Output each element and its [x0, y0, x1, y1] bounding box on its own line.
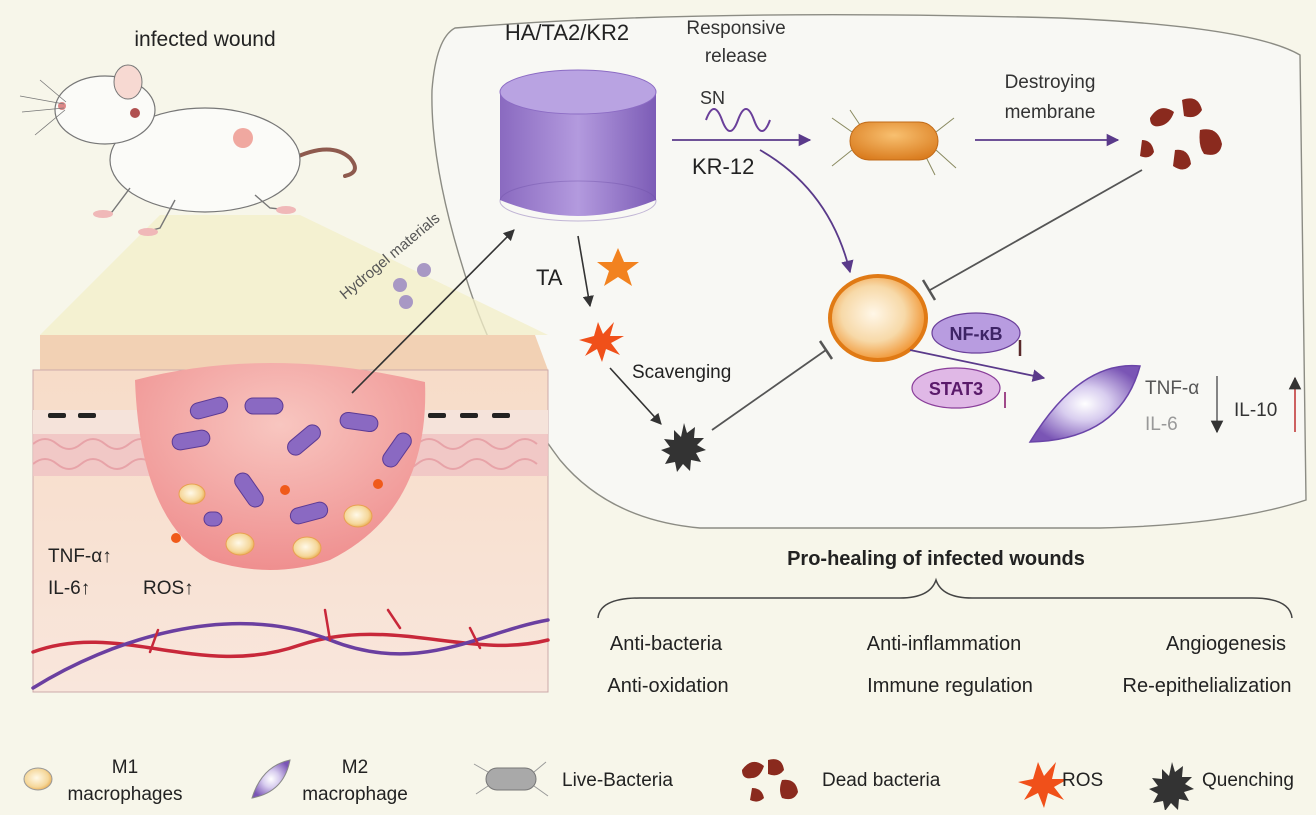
kr12-label: KR-12 — [692, 154, 754, 179]
destroying-membrane-line1: Destroying — [1005, 72, 1096, 93]
legend-bacteria-icon — [473, 761, 549, 797]
wound-ros-label: ROS↑ — [143, 578, 194, 599]
ta-label: TA — [536, 265, 563, 290]
arrow-ros-down — [609, 367, 662, 425]
legend-ros-icon — [1018, 762, 1068, 808]
outcomes-brace — [597, 577, 1293, 619]
stat3-badge: STAT3 — [911, 367, 1001, 409]
inhibit-dead-to-m1 — [929, 169, 1143, 291]
nfkb-badge: NF-κB — [931, 312, 1021, 354]
legend-quenching-icon — [1149, 762, 1194, 811]
legend-quenching-label: Quenching — [1202, 770, 1294, 791]
hydrogel-droplets — [393, 263, 431, 309]
scavenging-label: Scavenging — [632, 362, 731, 383]
wound-tnf-label: TNF-α↑ — [48, 546, 112, 567]
magnification-beam — [40, 215, 548, 335]
outcome-re-epithelialization: Re-epithelialization — [1123, 675, 1292, 697]
ros-burst — [579, 322, 624, 362]
legend-dead-label: Dead bacteria — [822, 770, 941, 791]
legend-m2-line2: macrophage — [302, 784, 408, 805]
responsive-release-line2: release — [705, 46, 767, 67]
sn-wave — [705, 108, 771, 132]
legend-m1-line2: macrophages — [67, 784, 182, 805]
hydrogel-title: HA/TA2/KR2 — [505, 20, 629, 45]
outcome-anti-oxidation: Anti-oxidation — [607, 675, 728, 697]
tnf-right-label: TNF-α — [1145, 378, 1199, 399]
legend-m1-line1: M1 — [112, 757, 138, 778]
legend-m2-icon — [251, 759, 291, 799]
legend-m2-line1: M2 — [342, 757, 368, 778]
responsive-release-line1: Responsive — [686, 18, 785, 39]
outcome-anti-inflammation: Anti-inflammation — [867, 633, 1022, 655]
rat-illustration — [19, 64, 357, 236]
pro-healing-title: Pro-healing of infected wounds — [787, 548, 1085, 570]
arrow-kr12-to-macrophage — [759, 149, 854, 274]
quench-burst — [661, 423, 706, 472]
outcome-immune-regulation: Immune regulation — [867, 675, 1033, 697]
stat3-label: STAT3 — [929, 379, 983, 399]
outcome-angiogenesis: Angiogenesis — [1166, 633, 1286, 655]
destroying-membrane-line2: membrane — [1005, 102, 1096, 123]
inhibit-bar-1 — [921, 279, 937, 301]
legend-dead-icon — [742, 759, 798, 802]
m1-macrophage — [828, 274, 928, 362]
hydrogel-cylinder — [499, 69, 657, 222]
inhibit-bar-2 — [818, 340, 834, 360]
nfkb-label: NF-κB — [949, 324, 1002, 344]
inhibit-quench-to-m1 — [711, 349, 827, 431]
dead-bacteria — [1140, 98, 1222, 170]
live-bacterium — [831, 109, 957, 176]
arrow-m1-to-m2 — [909, 349, 1046, 382]
ta-star — [597, 248, 639, 286]
legend-m1-icon — [23, 767, 53, 791]
legend-bacteria-label: Live-Bacteria — [562, 770, 673, 791]
infected-wound-title: infected wound — [134, 28, 275, 51]
sn-label: SN — [700, 88, 725, 108]
arrow-ta-down — [577, 235, 594, 308]
arrow-wound-to-hydrogel — [351, 229, 515, 394]
legend-ros-label: ROS — [1062, 770, 1103, 791]
wound-il6-label: IL-6↑ — [48, 578, 90, 599]
il6-right-label: IL-6 — [1145, 414, 1178, 435]
il10-right-label: IL-10 — [1234, 400, 1277, 421]
m2-macrophage — [1028, 364, 1141, 443]
wound-skin-block: TNF-α↑ IL-6↑ ROS↑ — [31, 335, 550, 693]
outcome-anti-bacteria: Anti-bacteria — [610, 633, 723, 655]
legend: M1 macrophages M2 macrophage Live-Bacter… — [23, 757, 1294, 811]
